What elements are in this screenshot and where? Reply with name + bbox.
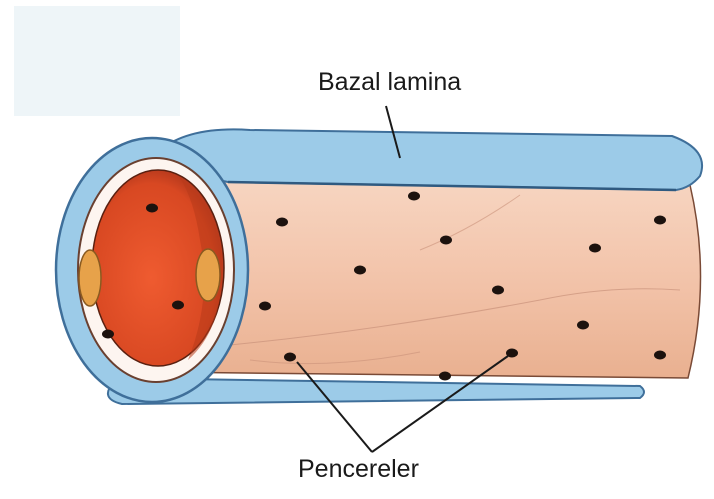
fenestra	[589, 244, 601, 253]
fenestra	[654, 351, 666, 360]
label-fenestrae: Pencereler	[298, 455, 419, 484]
fenestra	[440, 236, 452, 245]
fenestra	[354, 266, 366, 275]
nucleus-left	[79, 250, 101, 306]
fenestra	[276, 218, 288, 227]
leader-line-fenestra-left	[297, 362, 372, 452]
fenestra	[492, 286, 504, 295]
fenestra	[439, 372, 451, 381]
background-patch	[14, 6, 180, 116]
fenestra	[408, 192, 420, 201]
fenestra	[172, 301, 184, 310]
label-basal-lamina: Bazal lamina	[318, 68, 461, 97]
fenestra	[259, 302, 271, 311]
fenestra	[577, 321, 589, 330]
fenestra	[654, 216, 666, 225]
nucleus-right	[196, 249, 220, 301]
fenestra	[102, 330, 114, 339]
basal-lamina-upper	[160, 129, 702, 190]
fenestra	[146, 204, 158, 213]
fenestra	[284, 353, 296, 362]
